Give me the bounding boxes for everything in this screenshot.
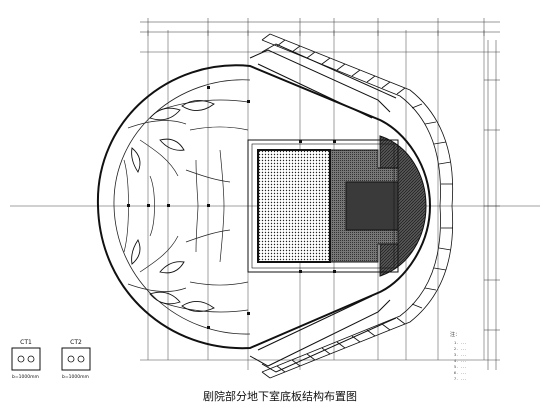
dimension-chain-top (140, 18, 500, 36)
section-ct1-tag: CT1 (20, 339, 32, 346)
lower-wing (249, 295, 397, 373)
orchestra-pit-frame (247, 139, 399, 273)
section-ct2-tag: CT2 (70, 339, 82, 346)
section-ct2-dim: b=1000mm (62, 374, 89, 380)
section-ct1-dim: b=1000mm (12, 374, 39, 380)
notes-line: 7. ... (454, 377, 467, 381)
upper-truss (261, 33, 454, 207)
auditorium-petals (131, 100, 215, 312)
notes-line: 5. ... (454, 365, 467, 369)
upper-wing (249, 43, 397, 119)
column-markers (127, 86, 336, 329)
seating-curves (123, 99, 249, 313)
section-ct2: CT2 b=1000mm (61, 339, 91, 380)
notes-line: 2. ... (454, 347, 467, 351)
building-outline (96, 64, 432, 350)
notes-line: 6. ... (454, 371, 467, 375)
section-ct1: CT1 b=1000mm (11, 339, 41, 380)
notes-heading: 注： (450, 331, 460, 338)
notes-block: 注： 1. ... 2. ... 3. ... 4. ... 5. ... 6.… (450, 331, 467, 381)
drawing-title: 剧院部分地下室底板结构布置图 (203, 390, 357, 403)
orchestra-pit-inner-frame (251, 143, 395, 269)
notes-line: 1. ... (454, 341, 467, 345)
stage-core (345, 181, 399, 231)
orchestra-pit-hatch (257, 149, 331, 263)
notes-line: 3. ... (454, 353, 467, 357)
dimension-chain-right (484, 40, 500, 370)
notes-line: 4. ... (454, 359, 467, 363)
inner-wall-curve (113, 79, 251, 335)
lower-truss (261, 205, 454, 379)
